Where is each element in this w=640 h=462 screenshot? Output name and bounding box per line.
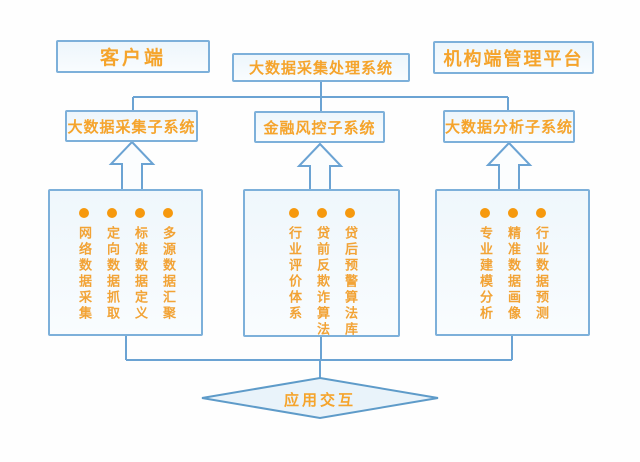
module-item: 贷前反欺诈算法 (308, 208, 336, 338)
bullet-icon (78, 208, 89, 218)
module-item-label: 多源数据汇聚 (160, 226, 175, 322)
module-item: 行业评价体系 (280, 208, 308, 322)
interaction-label: 应用交互 (283, 391, 356, 409)
processing-system-box: 大数据采集处理系统 (232, 53, 410, 82)
module-item-label: 贷后预警算法库 (342, 226, 357, 338)
processing-system-label: 大数据采集处理系统 (248, 59, 393, 77)
bullet-icon (134, 208, 145, 218)
client-label: 客户端 (99, 47, 166, 69)
up-arrow-collection (108, 140, 156, 191)
module-item-label: 行业数据预测 (533, 226, 548, 322)
platform-box: 机构端管理平台 (433, 41, 594, 74)
module-item-label: 贷前反欺诈算法 (314, 226, 329, 338)
subsystem-box-collection: 大数据采集子系统 (65, 110, 198, 142)
module-item: 贷后预警算法库 (336, 208, 364, 338)
bullet-icon (344, 208, 355, 218)
bullet-icon (316, 208, 327, 218)
bullet-icon (162, 208, 173, 218)
module-box-risk-control: 行业评价体系 贷前反欺诈算法 贷后预警算法库 (243, 189, 400, 338)
bullet-icon (106, 208, 117, 218)
subsystem-box-risk-control: 金融风控子系统 (254, 111, 385, 143)
module-item-label: 标准数据定义 (132, 226, 147, 322)
subsystem-label: 大数据采集子系统 (67, 117, 196, 136)
module-box-collection: 网络数据采集 定向数据抓取 标准数据定义 多源数据汇聚 (48, 189, 203, 336)
module-item: 精准数据画像 (499, 208, 527, 322)
module-item: 网络数据采集 (70, 208, 98, 322)
module-item-label: 定向数据抓取 (104, 226, 119, 322)
subsystem-label: 金融风控子系统 (263, 118, 376, 137)
module-item-label: 专业建模分析 (477, 226, 492, 322)
module-item: 定向数据抓取 (98, 208, 126, 322)
module-box-analysis: 专业建模分析 精准数据画像 行业数据预测 (435, 189, 590, 336)
module-item-label: 行业评价体系 (286, 226, 301, 322)
bullet-icon (479, 208, 490, 218)
module-item-label: 精准数据画像 (505, 226, 520, 322)
platform-label: 机构端管理平台 (443, 48, 584, 70)
module-item: 标准数据定义 (126, 208, 154, 322)
subsystem-box-analysis: 大数据分析子系统 (443, 110, 575, 143)
bullet-icon (507, 208, 518, 218)
up-arrow-risk-control (296, 142, 344, 191)
client-box: 客户端 (56, 40, 210, 73)
connector-top-tree (132, 82, 509, 111)
up-arrow-analysis (485, 141, 533, 191)
connector-bottom-tree (125, 336, 513, 378)
module-item: 行业数据预测 (527, 208, 555, 322)
module-item-label: 网络数据采集 (76, 226, 91, 322)
bullet-icon (535, 208, 546, 218)
module-item: 专业建模分析 (471, 208, 499, 322)
interaction-diamond (201, 376, 439, 420)
subsystem-label: 大数据分析子系统 (445, 118, 574, 136)
module-item: 多源数据汇聚 (154, 208, 182, 322)
bullet-icon (288, 208, 299, 218)
